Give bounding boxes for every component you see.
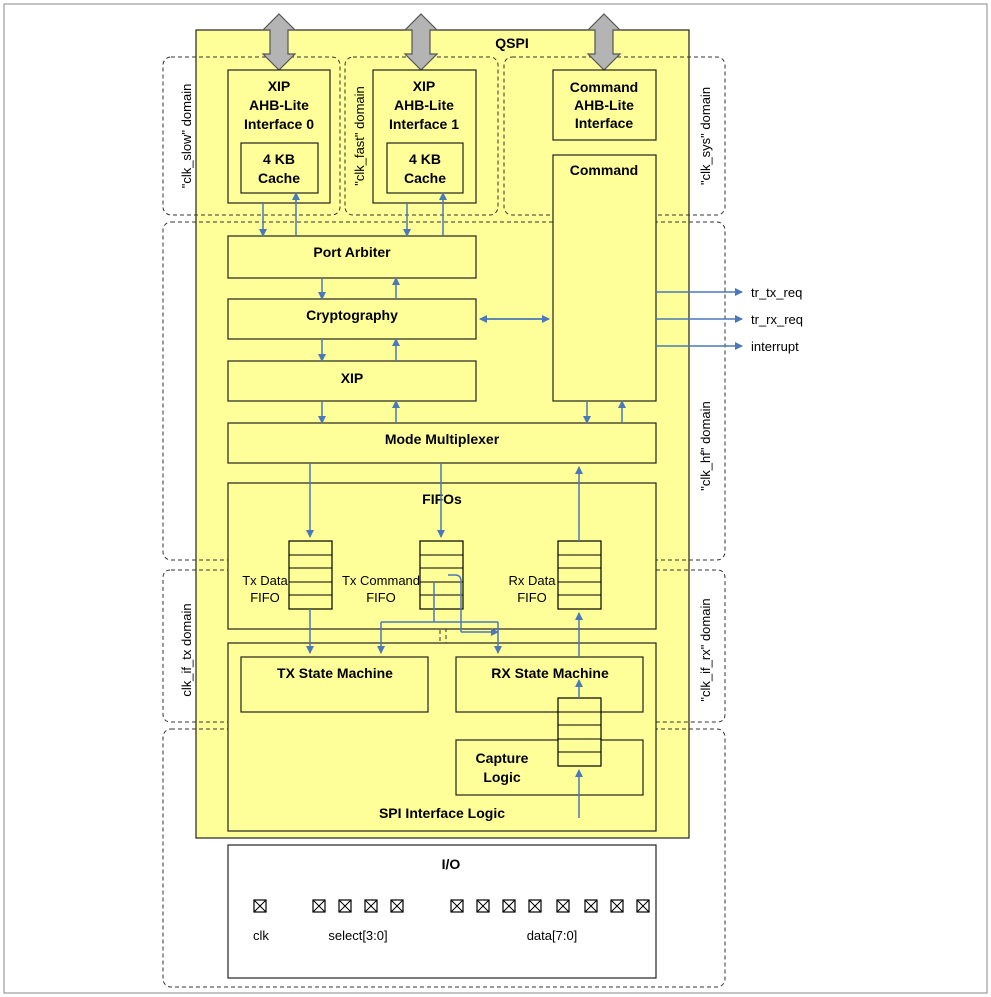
xip0-line-2: AHB-Lite <box>249 97 309 113</box>
port-arbiter <box>227 235 477 279</box>
io-title: I/O <box>442 856 461 872</box>
clk-sys-domain-boundary <box>503 56 726 216</box>
clk-slow-domain-label: "clk_slow" domain <box>179 84 194 189</box>
xip0-cache-line-1: 4 KB <box>263 151 295 167</box>
cryptography-label: Cryptography <box>306 307 398 323</box>
clk-if-tx-domain-label: clk_if_tx domain <box>179 603 194 696</box>
cmd-interface-line-1: Command <box>570 79 638 95</box>
rx-data-fifo-label-2: FIFO <box>517 590 547 605</box>
qspi-title: QSPI <box>495 35 528 51</box>
xip-block-label: XIP <box>341 370 364 386</box>
capture-logic-line-2: Logic <box>483 769 521 785</box>
capture-logic <box>455 739 644 796</box>
clk-slow-domain-boundary <box>162 56 341 216</box>
mode-multiplexer <box>227 422 657 464</box>
clk-if-tx-domain-boundary <box>162 569 441 723</box>
fifos-label: FIFOs <box>422 491 462 507</box>
command-label: Command <box>570 162 638 178</box>
capture-logic-line-1: Capture <box>476 750 529 766</box>
tx-state-machine-label: TX State Machine <box>277 665 393 681</box>
xip1-cache-line-1: 4 KB <box>409 151 441 167</box>
spi-interface-logic-label: SPI Interface Logic <box>379 805 505 821</box>
xip1-line-1: XIP <box>413 78 436 94</box>
tx-data-fifo-label-1: Tx Data <box>242 573 288 588</box>
xip0-line-1: XIP <box>268 78 291 94</box>
xip1-line-2: AHB-Lite <box>394 97 454 113</box>
clk-fast-domain-boundary <box>344 56 499 216</box>
rx-state-machine-label: RX State Machine <box>491 665 609 681</box>
tx-command-fifo-label-1: Tx Command <box>342 573 420 588</box>
clk-hf-domain-label: "clk_hf" domain <box>698 401 713 490</box>
data-pins <box>450 899 650 913</box>
xip0-line-3: Interface 0 <box>244 116 314 132</box>
clk-fast-domain-label: "clk_fast" domain <box>352 86 367 186</box>
tx-data-fifo <box>288 540 333 610</box>
interrupt-label: interrupt <box>751 339 799 354</box>
clk-sys-domain-label: "clk_sys" domain <box>698 87 713 185</box>
clk-pin <box>253 899 267 913</box>
xip0-cache <box>240 142 319 194</box>
cmd-interface-line-3: Interface <box>575 115 634 131</box>
tx-data-fifo-label-2: FIFO <box>250 590 280 605</box>
command-block <box>552 154 657 402</box>
xip1-cache-line-2: Cache <box>404 170 446 186</box>
xip1-cache <box>386 142 464 194</box>
rx-data-fifo-label-1: Rx Data <box>509 573 557 588</box>
command-ahb-lite-interface <box>552 69 657 141</box>
select-pins <box>312 899 404 913</box>
data-pins-label: data[7:0] <box>527 928 578 943</box>
select-pins-label: select[3:0] <box>328 928 387 943</box>
tr-tx-req-label: tr_tx_req <box>751 285 802 300</box>
rx-data-fifo <box>557 540 602 610</box>
tr-rx-req-label: tr_rx_req <box>751 312 803 327</box>
tx-state-machine <box>240 656 429 713</box>
clk-if-rx-domain-label: "clk_if_rx" domain <box>698 598 713 701</box>
cmd-interface-line-2: AHB-Lite <box>574 97 634 113</box>
xip-block <box>227 360 477 402</box>
clk-pin-label: clk <box>253 928 269 943</box>
tx-command-fifo-label-2: FIFO <box>366 590 396 605</box>
xip1-line-3: Interface 1 <box>389 116 459 132</box>
outer-frame <box>3 3 988 994</box>
connection-arrows <box>259 192 743 818</box>
rx-state-machine <box>455 656 644 713</box>
capture-fifo <box>557 697 602 767</box>
xip0-cache-line-2: Cache <box>258 170 300 186</box>
port-arbiter-label: Port Arbiter <box>313 244 391 260</box>
mode-multiplexer-label: Mode Multiplexer <box>385 431 500 447</box>
cryptography <box>227 298 477 340</box>
